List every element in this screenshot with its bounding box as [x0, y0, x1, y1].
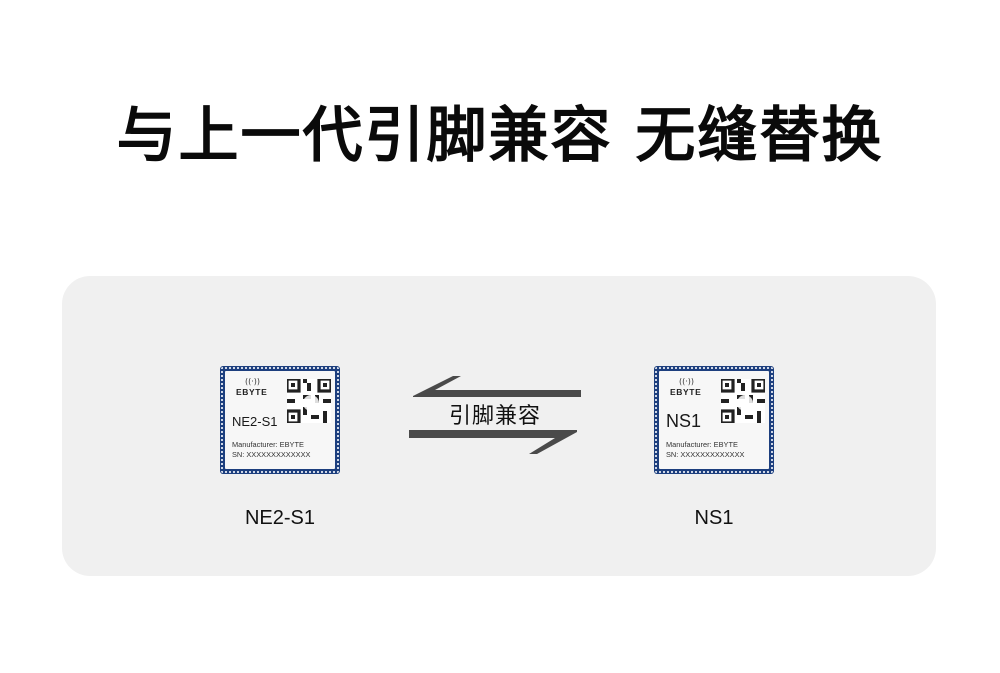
wireless-icon: ((·))	[245, 377, 261, 386]
qr-code-icon	[287, 379, 331, 423]
module-serial: SN: XXXXXXXXXXXXX	[232, 450, 311, 459]
module-ne2-s1-image: ((·)) EBYTE NE2-S1 Manufacturer: EBYTE S…	[220, 366, 340, 474]
module-serial: SN: XXXXXXXXXXXXX	[666, 450, 745, 459]
pin-compatible-swap: 引脚兼容	[405, 372, 585, 458]
swap-label: 引脚兼容	[448, 404, 541, 429]
module-model: NS1	[666, 411, 702, 431]
module-manufacturer: Manufacturer: EBYTE	[666, 440, 738, 449]
module-brand: EBYTE	[236, 387, 268, 397]
module-brand: EBYTE	[670, 387, 702, 397]
qr-code-icon	[721, 379, 765, 423]
module-caption-ne2-s1: NE2-S1	[244, 507, 316, 529]
swap-arrows-icon	[409, 376, 581, 454]
module-manufacturer: Manufacturer: EBYTE	[232, 440, 304, 449]
compatibility-panel	[62, 276, 936, 576]
page-title: 与上一代引脚兼容 无缝替换	[116, 101, 884, 171]
wireless-icon: ((·))	[679, 377, 695, 386]
module-model: NE2-S1	[232, 414, 278, 429]
module-ns1-image: ((·)) EBYTE NS1 Manufacturer: EBYTE SN: …	[654, 366, 774, 474]
module-caption-ns1: NS1	[694, 507, 734, 529]
